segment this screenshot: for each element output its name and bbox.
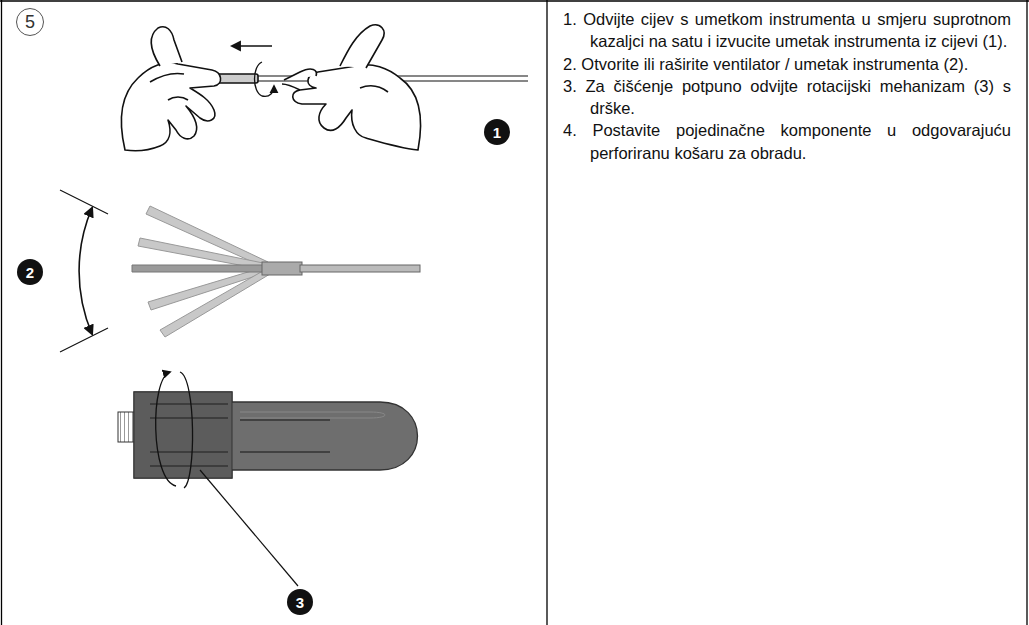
step-number: 5 bbox=[16, 8, 44, 36]
callout-number: 3 bbox=[287, 589, 313, 615]
callout-number: 2 bbox=[17, 259, 43, 285]
hands-figure bbox=[121, 25, 528, 151]
instruction-step: 4. Postavite pojedinačne komponente u od… bbox=[563, 119, 1011, 164]
callout-text: 2 bbox=[26, 265, 34, 280]
callout-text: 5 bbox=[25, 13, 35, 31]
instruction-step: 3. Za čišćenje potpuno odvijte rotacijsk… bbox=[563, 75, 1011, 120]
callout-number: 1 bbox=[484, 119, 510, 145]
callout-text: 1 bbox=[493, 125, 501, 140]
instruction-step: 2. Otvorite ili raširite ventilator / um… bbox=[563, 53, 1011, 75]
instruction-step: 1. Odvijte cijev s umetkom instrumenta u… bbox=[563, 8, 1011, 53]
fan-figure bbox=[60, 190, 420, 352]
handle-figure bbox=[118, 372, 418, 586]
callout-text: 3 bbox=[296, 595, 304, 610]
